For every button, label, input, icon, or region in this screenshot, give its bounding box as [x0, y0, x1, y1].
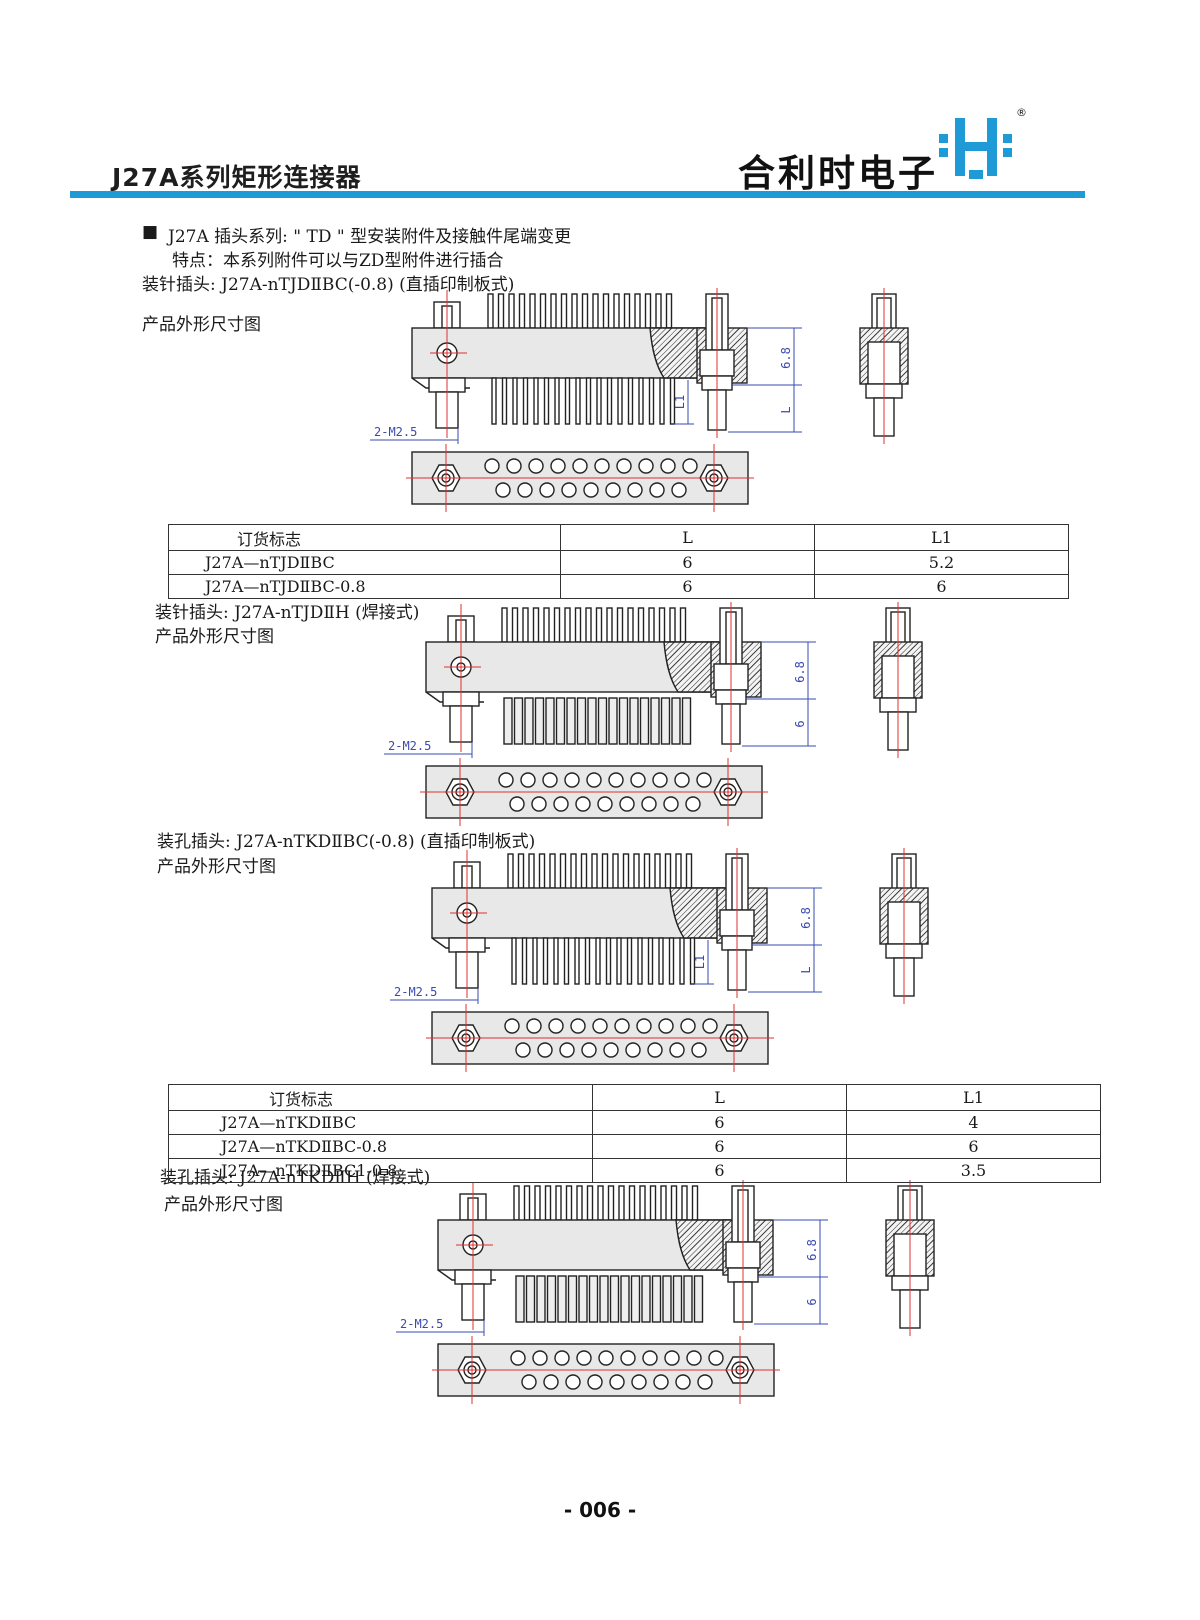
table-cell: 6: [592, 1158, 847, 1183]
brand-name: 合利时电子: [738, 152, 938, 195]
svg-text:6: 6: [793, 720, 807, 727]
table-cell: J27A—nTJDⅡBC-0.8: [168, 574, 561, 599]
table-cell: 6: [560, 574, 815, 599]
svg-text:2-M2.5: 2-M2.5: [394, 985, 437, 999]
table-row: J27A—nTKDⅡBC1-0.8 6 3.5: [168, 1158, 1101, 1183]
svg-text:L1: L1: [693, 955, 707, 969]
svg-text:6: 6: [805, 1298, 819, 1305]
section-2-title: 装针插头: J27A-nTJDⅡH (焊接式): [155, 603, 420, 623]
svg-text:L: L: [799, 966, 813, 973]
order-table-2: 订货标志 L L1 J27A—nTKDⅡBC 6 4 J27A—nTKDⅡBC-…: [168, 1084, 1101, 1183]
intro-bullet: ■: [142, 222, 159, 242]
table-cell: 6: [846, 1134, 1101, 1159]
table-cell: 4: [846, 1110, 1101, 1135]
order-table-1: 订货标志 L L1 J27A—nTJDⅡBC 6 5.2 J27A—nTJDⅡB…: [168, 524, 1069, 599]
header-rule: [70, 191, 1085, 198]
registered-mark: ®: [1016, 106, 1027, 119]
svg-text:6.8: 6.8: [799, 907, 813, 929]
section-3-subtitle: 产品外形尺寸图: [157, 857, 276, 877]
section-1-title: 装针插头: J27A-nTJDⅡBC(-0.8) (直插印制板式): [142, 275, 515, 295]
table-row: J27A—nTKDⅡBC 6 4: [168, 1110, 1101, 1135]
table-cell: 6: [592, 1110, 847, 1135]
table-cell: J27A—nTKDⅡBC: [168, 1110, 593, 1135]
table-header-cell: 订货标志: [168, 524, 561, 551]
table-cell: 3.5: [846, 1158, 1101, 1183]
svg-text:L1: L1: [673, 395, 687, 409]
table-row: J27A—nTJDⅡBC-0.8 6 6: [168, 574, 1069, 599]
table-cell: J27A—nTKDⅡBC1-0.8: [168, 1158, 593, 1183]
table-row: J27A—nTJDⅡBC 6 5.2: [168, 550, 1069, 575]
table-header-cell: L1: [846, 1084, 1101, 1111]
svg-text:2-M2.5: 2-M2.5: [388, 739, 431, 753]
table-cell: 6: [592, 1134, 847, 1159]
svg-text:L: L: [779, 406, 793, 413]
document-title: J27A系列矩形连接器: [112, 163, 362, 192]
svg-text:6.8: 6.8: [805, 1239, 819, 1261]
table-cell: 6: [560, 550, 815, 575]
table-cell: 5.2: [814, 550, 1069, 575]
table-cell: 6: [814, 574, 1069, 599]
table-header-cell: L: [560, 524, 815, 551]
section-2-subtitle: 产品外形尺寸图: [155, 627, 274, 647]
svg-text:2-M2.5: 2-M2.5: [400, 1317, 443, 1331]
svg-text:2-M2.5: 2-M2.5: [374, 425, 417, 439]
section-4-subtitle: 产品外形尺寸图: [164, 1195, 283, 1215]
table-cell: J27A—nTKDⅡBC-0.8: [168, 1134, 593, 1159]
table-row: J27A—nTKDⅡBC-0.8 6 6: [168, 1134, 1101, 1159]
brand-logo-icon: [939, 118, 1012, 179]
table-header-cell: L: [592, 1084, 847, 1111]
table-cell: J27A—nTJDⅡBC: [168, 550, 561, 575]
table-header-cell: 订货标志: [168, 1084, 593, 1111]
svg-text:6.8: 6.8: [779, 347, 793, 369]
intro-line-1: J27A 插头系列: " TD " 型安装附件及接触件尾端变更: [168, 227, 572, 247]
table-header-row: 订货标志 L L1: [168, 524, 1069, 551]
section-1-subtitle: 产品外形尺寸图: [142, 315, 261, 335]
section-3-title: 装孔插头: J27A-nTKDⅡBC(-0.8) (直插印制板式): [157, 832, 536, 852]
page-number: - 006 -: [563, 1498, 637, 1522]
svg-text:6.8: 6.8: [793, 661, 807, 683]
intro-line-2: 特点：本系列附件可以与ZD型附件进行插合: [172, 251, 504, 271]
table-header-row: 订货标志 L L1: [168, 1084, 1101, 1111]
table-header-cell: L1: [814, 524, 1069, 551]
